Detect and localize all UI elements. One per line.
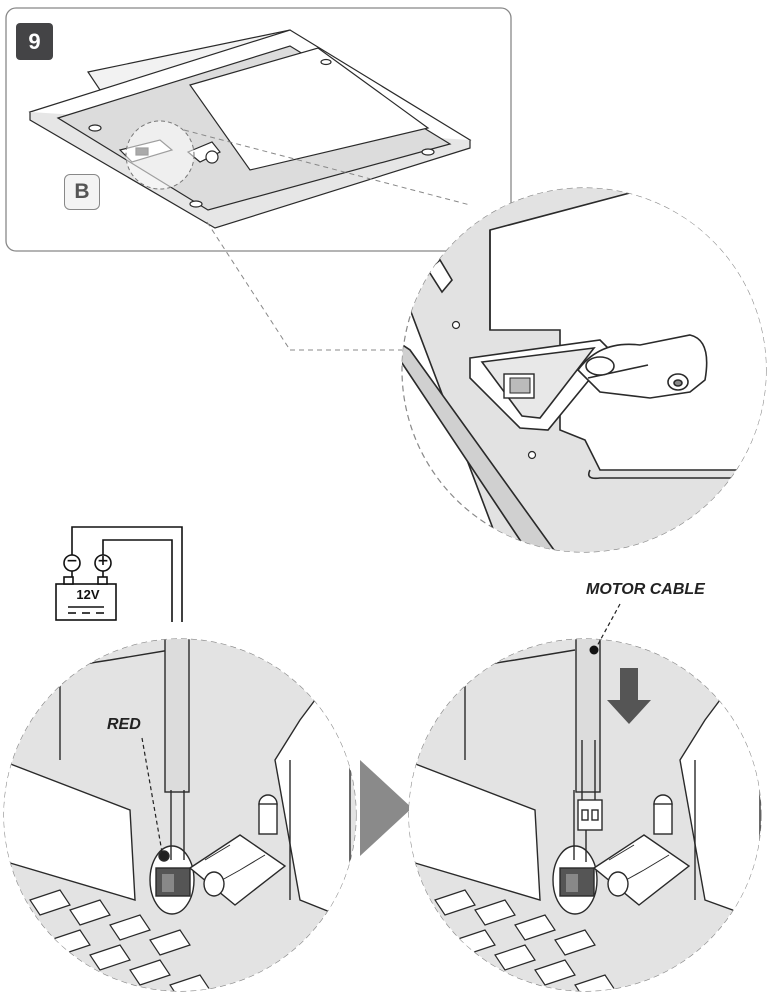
battery-negative-sign: − [66, 553, 78, 569]
detail-circle-small [125, 120, 195, 190]
red-wire-label: RED [107, 716, 141, 733]
battery-voltage-label: 12V [76, 587, 100, 602]
red-leader-line [141, 737, 163, 853]
part-b-label: B [64, 174, 100, 210]
next-step-arrow [360, 760, 412, 856]
step-number-badge: 9 [16, 23, 53, 60]
motor-cable-leader [595, 603, 621, 649]
motor-cable-label: MOTOR CABLE [586, 581, 705, 598]
battery-symbol [55, 526, 183, 622]
insert-direction-arrow [607, 668, 651, 724]
battery-positive-sign: + [97, 553, 109, 569]
motor-cable-dot [589, 645, 599, 655]
zoom-connector-lines [183, 129, 471, 351]
